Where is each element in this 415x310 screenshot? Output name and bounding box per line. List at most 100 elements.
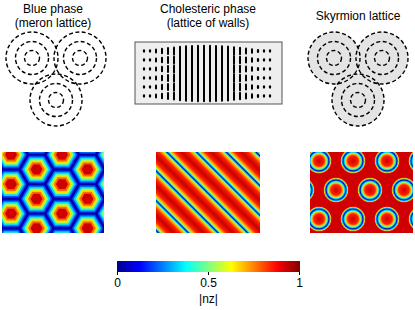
director-rod bbox=[143, 77, 145, 78]
director-rod bbox=[143, 50, 145, 51]
director-rod bbox=[179, 56, 181, 64]
director-rod bbox=[269, 77, 271, 78]
director-rod bbox=[167, 48, 169, 54]
director-rod bbox=[143, 59, 145, 60]
director-rod bbox=[185, 82, 187, 91]
colorbar-tick-label: 0.5 bbox=[200, 276, 217, 290]
director-rod bbox=[179, 47, 181, 55]
director-rod bbox=[143, 95, 145, 96]
director-rod bbox=[185, 91, 187, 100]
director-rod bbox=[257, 86, 259, 88]
director-rod bbox=[227, 83, 229, 92]
director-rod bbox=[173, 47, 175, 54]
director-rod bbox=[167, 57, 169, 63]
director-rod bbox=[167, 66, 169, 72]
director-rod bbox=[245, 76, 247, 81]
wall-lattice-map bbox=[156, 152, 260, 233]
director-rod bbox=[269, 68, 271, 69]
director-rod bbox=[167, 84, 169, 90]
director-rod bbox=[173, 74, 175, 81]
colorbar bbox=[117, 261, 300, 272]
director-rod bbox=[209, 91, 211, 102]
director-rod bbox=[263, 95, 265, 96]
director-rod bbox=[263, 77, 265, 78]
director-rod bbox=[251, 58, 253, 61]
director-rod bbox=[251, 76, 253, 79]
director-rod bbox=[227, 92, 229, 101]
director-rod bbox=[155, 50, 157, 53]
director-rod bbox=[239, 66, 241, 72]
director-rod bbox=[233, 92, 235, 100]
director-rod bbox=[155, 86, 157, 89]
director-rod bbox=[161, 58, 163, 63]
director-rod bbox=[143, 86, 145, 87]
director-rod bbox=[197, 91, 199, 101]
director-rod bbox=[239, 93, 241, 99]
skyrmion-icon bbox=[308, 32, 408, 126]
director-rod bbox=[269, 50, 271, 51]
colorbar-title: |nz| bbox=[199, 292, 218, 306]
director-rod bbox=[251, 49, 253, 52]
director-rod bbox=[263, 59, 265, 60]
director-rod bbox=[233, 56, 235, 64]
director-rod bbox=[185, 64, 187, 73]
director-rod bbox=[269, 86, 271, 87]
director-rod bbox=[239, 48, 241, 54]
phase-title: Cholesteric phase (lattice of walls) bbox=[155, 2, 261, 30]
director-rod bbox=[191, 91, 193, 101]
director-rod bbox=[149, 59, 151, 60]
director-rod bbox=[245, 85, 247, 90]
director-rod bbox=[245, 94, 247, 99]
director-rod bbox=[173, 56, 175, 63]
director-rod bbox=[185, 73, 187, 82]
phase-title: Blue phase (meron lattice) bbox=[5, 2, 101, 30]
director-rod bbox=[245, 58, 247, 63]
director-rod bbox=[149, 86, 151, 87]
director-rod bbox=[269, 95, 271, 96]
director-rod bbox=[239, 57, 241, 63]
director-rod bbox=[227, 65, 229, 74]
director-rod bbox=[257, 68, 259, 70]
director-rod bbox=[233, 65, 235, 73]
phase-title: Skyrmion lattice bbox=[316, 9, 401, 23]
director-rod bbox=[185, 55, 187, 64]
director-rod bbox=[161, 67, 163, 72]
director-rod bbox=[269, 59, 271, 60]
director-rod bbox=[257, 77, 259, 79]
director-rod bbox=[257, 95, 259, 97]
director-rod bbox=[227, 47, 229, 56]
director-rod bbox=[167, 75, 169, 81]
director-rod bbox=[227, 74, 229, 83]
director-rod bbox=[233, 47, 235, 55]
meron-lattice-map bbox=[2, 152, 104, 233]
director-rod bbox=[215, 91, 217, 101]
director-rod bbox=[233, 74, 235, 82]
meron-icon bbox=[6, 32, 106, 126]
director-rod bbox=[263, 50, 265, 51]
director-rod bbox=[161, 94, 163, 99]
director-rod bbox=[149, 68, 151, 69]
director-rod bbox=[239, 84, 241, 90]
director-rod bbox=[149, 95, 151, 96]
director-rod bbox=[203, 91, 205, 102]
director-rod bbox=[233, 83, 235, 91]
director-rod bbox=[155, 95, 157, 98]
director-rod bbox=[263, 68, 265, 69]
director-rod bbox=[251, 94, 253, 97]
director-rod bbox=[257, 59, 259, 61]
director-rod bbox=[149, 50, 151, 51]
director-rod bbox=[179, 92, 181, 100]
director-rod bbox=[227, 56, 229, 65]
director-rod bbox=[239, 75, 241, 81]
colorbar-ticks bbox=[118, 272, 300, 275]
director-rod bbox=[179, 74, 181, 82]
director-rod bbox=[173, 83, 175, 90]
director-rod bbox=[161, 49, 163, 54]
colorbar-tick-label: 1 bbox=[296, 276, 303, 290]
colorbar-tick-label: 0 bbox=[114, 276, 121, 290]
director-rod bbox=[185, 46, 187, 55]
skyrmion-lattice-map bbox=[310, 152, 413, 233]
director-rod bbox=[257, 50, 259, 52]
director-rod bbox=[155, 68, 157, 71]
